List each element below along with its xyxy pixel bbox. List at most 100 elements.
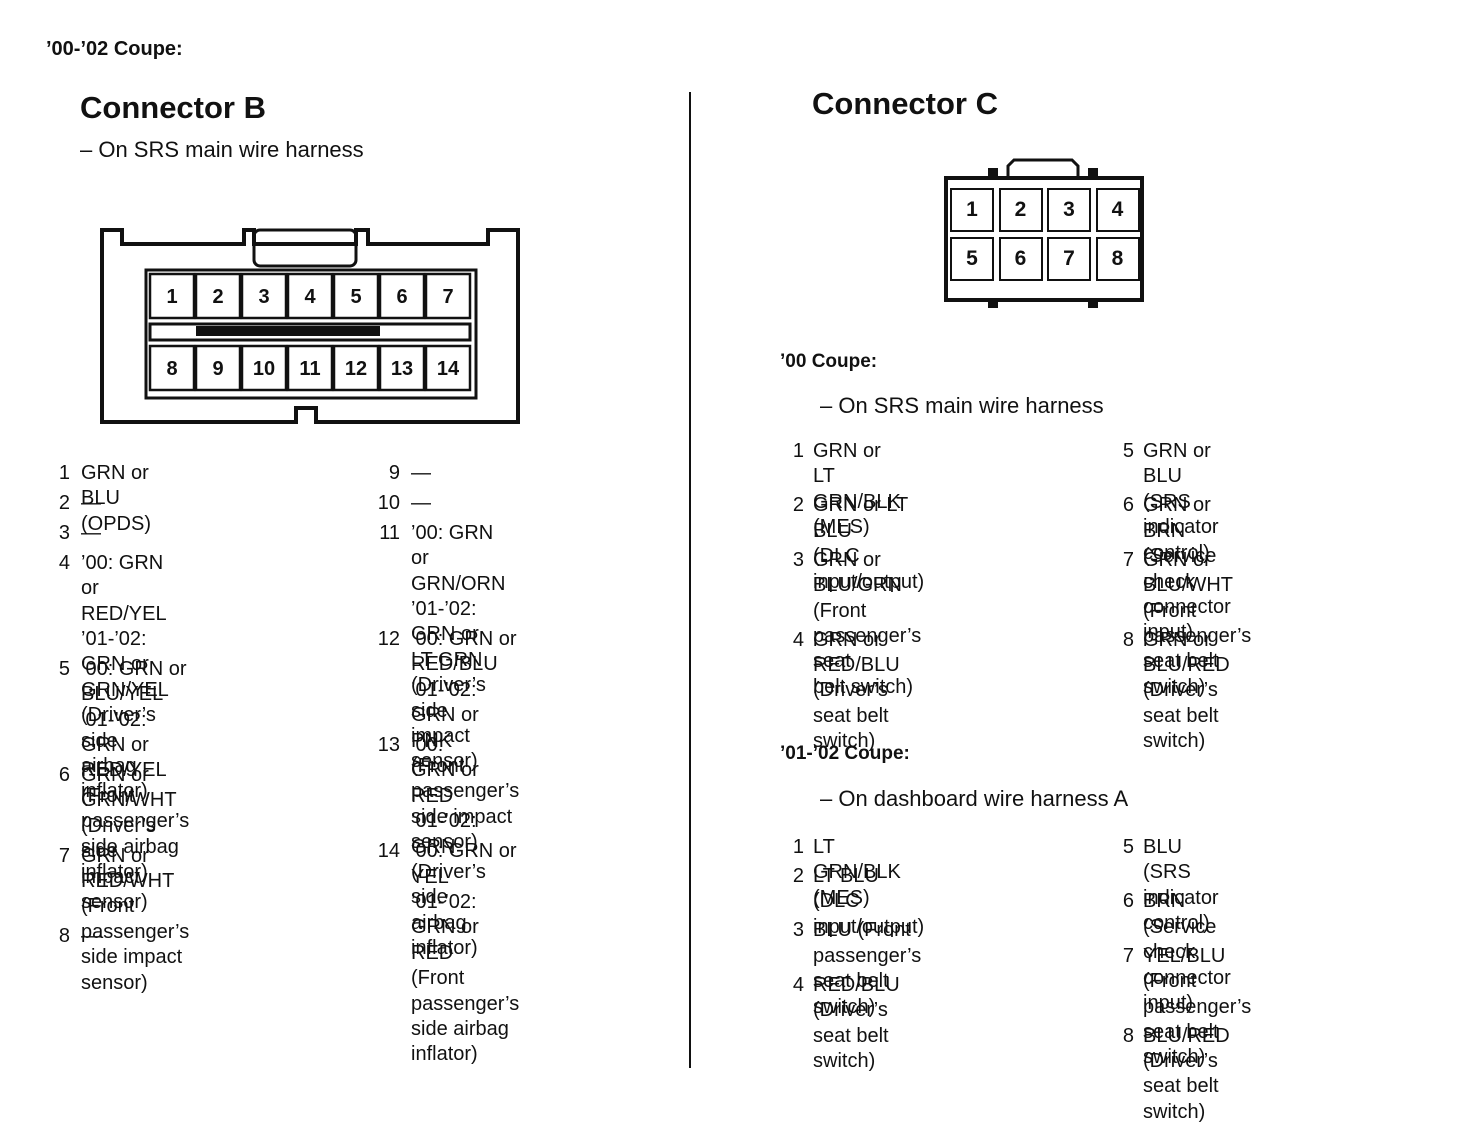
pin-cavity	[332, 272, 380, 320]
pin-description: YEL/BLU (Front passenger’s seat belt swi…	[1143, 944, 1252, 1069]
pin-description: —	[81, 491, 101, 514]
pin-cavity	[378, 272, 426, 320]
pin-description: BLU (SRS indicator control)	[1143, 836, 1219, 935]
pin-number: 2	[58, 491, 70, 514]
pin-number: 14	[377, 840, 400, 863]
pin-description: GRN or GRN/WHT (Driver’s side impact sen…	[81, 763, 177, 913]
pin-number: 9	[388, 462, 400, 484]
pin-number: 10	[377, 491, 400, 514]
coupe-01-02-location: – On dashboard wire harness A	[820, 786, 1129, 811]
pin-number: 3	[792, 548, 804, 571]
pin-cavity: 8	[1095, 237, 1140, 281]
pin-number: 7	[1122, 944, 1134, 967]
page-header: ’00-’02 Coupe:	[46, 38, 183, 60]
pin-number: 12	[377, 627, 400, 650]
pin-description: —	[411, 462, 431, 484]
pin-label: 9	[212, 358, 223, 380]
pin-description: —	[81, 925, 101, 948]
pin-number: 6	[1122, 890, 1134, 913]
pin-label: 1	[166, 286, 177, 308]
pin-cavity: 4	[1095, 188, 1140, 232]
pin-cavity	[194, 272, 242, 320]
pin-cavity: 2	[998, 188, 1043, 232]
pin-number: 8	[58, 925, 70, 948]
pin-description: GRN or BLU/WHT (Front passenger’s seat b…	[1143, 548, 1252, 698]
pin-description: ’00: GRN or GRN/ORN ’01-’02: GRN or LT G…	[411, 521, 506, 773]
pin-cavity	[286, 272, 334, 320]
pin-description: GRN or RED/BLU (Driver’s seat belt switc…	[813, 628, 900, 753]
pin-number: 2	[792, 865, 804, 887]
pin-number: 1	[792, 440, 804, 462]
pin-description: GRN or LT BLU (DLC input/output)	[813, 494, 925, 593]
pin-label: 2	[212, 286, 223, 308]
pin-cavity	[148, 272, 196, 320]
pin-description: GRN or RED/WHT (Front passenger’s side i…	[81, 844, 190, 994]
pin-number: 2	[792, 494, 804, 517]
pin-description: BRN (Service check connector input)	[1143, 890, 1231, 1015]
pin-description: —	[411, 491, 431, 514]
pin-cavity	[424, 272, 472, 320]
pin-number: 8	[1122, 628, 1134, 651]
pin-number: 5	[58, 657, 70, 680]
pin-number: 4	[792, 973, 804, 996]
pin-description: BLU/RED (Driver’s seat belt switch)	[1143, 1024, 1230, 1123]
pin-description: GRN or LT GRN/BLK (MES)	[813, 440, 901, 539]
pin-number: 3	[792, 919, 804, 942]
pin-description: ’00: GRN or BLU/YEL ’01-’02: GRN or RED/…	[81, 657, 190, 884]
pin-cavity	[332, 344, 380, 392]
pin-number: 6	[58, 763, 70, 786]
pin-cavity: 3	[1047, 188, 1091, 232]
pin-description: ’00: GRN or RED/YEL ’01-’02: GRN or GRN/…	[81, 551, 169, 803]
pin-label: 14	[437, 358, 460, 380]
pin-number: 11	[379, 521, 400, 544]
pin-number: 6	[1122, 494, 1134, 517]
connector-b-location: – On SRS main wire harness	[80, 137, 364, 162]
pin-number: 7	[1122, 548, 1134, 571]
pin-cavity: 6	[998, 237, 1043, 281]
pin-description: GRN or BLU (OPDS)	[81, 462, 151, 535]
pin-label: 10	[253, 358, 275, 380]
pin-number: 3	[58, 521, 70, 544]
pin-label: 8	[166, 358, 177, 380]
coupe-01-02-label: ’01-’02 Coupe:	[780, 743, 910, 764]
pin-description: LT GRN/BLK (MES)	[813, 836, 901, 909]
pin-number: 4	[58, 551, 70, 574]
connector-b-title: Connector B	[80, 90, 266, 125]
pin-cavity	[148, 344, 196, 392]
pin-label: 13	[391, 358, 413, 380]
pin-number: 8	[1122, 1024, 1134, 1047]
pin-label: 5	[350, 286, 361, 308]
pin-cavity: 5	[950, 237, 994, 281]
pin-cavity	[194, 344, 242, 392]
pin-number: 7	[58, 844, 70, 867]
coupe-00-label: ’00 Coupe:	[780, 351, 878, 372]
pin-cavity: 1	[950, 188, 994, 232]
pin-description: LT BLU (DLC input/output)	[813, 865, 925, 938]
pin-cavity	[240, 272, 288, 320]
pin-cavity: 7	[1047, 237, 1091, 281]
pin-cavity	[378, 344, 426, 392]
pin-description: RED/BLU (Driver’s seat belt switch)	[813, 973, 900, 1073]
pin-cavity	[240, 344, 288, 392]
pin-number: 4	[792, 628, 804, 651]
pin-number: 1	[58, 462, 70, 484]
pin-description: GRN or BLU/GRN (Front passenger’s seat b…	[813, 548, 922, 698]
column-divider	[689, 92, 691, 1068]
pin-cavity	[424, 344, 472, 392]
pin-description: BLU (Front passenger’s seat belt switch)	[813, 919, 922, 1018]
pin-description: ’00: GRN or RED/BLU ’01-’02: GRN or PNK …	[411, 627, 520, 854]
pin-label: 4	[304, 286, 316, 308]
pin-number: 5	[1122, 440, 1134, 462]
pin-label: 3	[258, 286, 269, 308]
pin-label: 11	[299, 358, 320, 380]
pin-cavity	[286, 344, 334, 392]
coupe-00-location: – On SRS main wire harness	[820, 393, 1104, 418]
pin-number: 5	[1122, 836, 1134, 858]
pin-number: 13	[377, 734, 400, 756]
pin-description: —	[81, 521, 101, 544]
pin-description: ’00: GRN or RED ’01-’02: GRN (Driver’s s…	[411, 734, 486, 960]
pin-label: 7	[442, 286, 453, 308]
